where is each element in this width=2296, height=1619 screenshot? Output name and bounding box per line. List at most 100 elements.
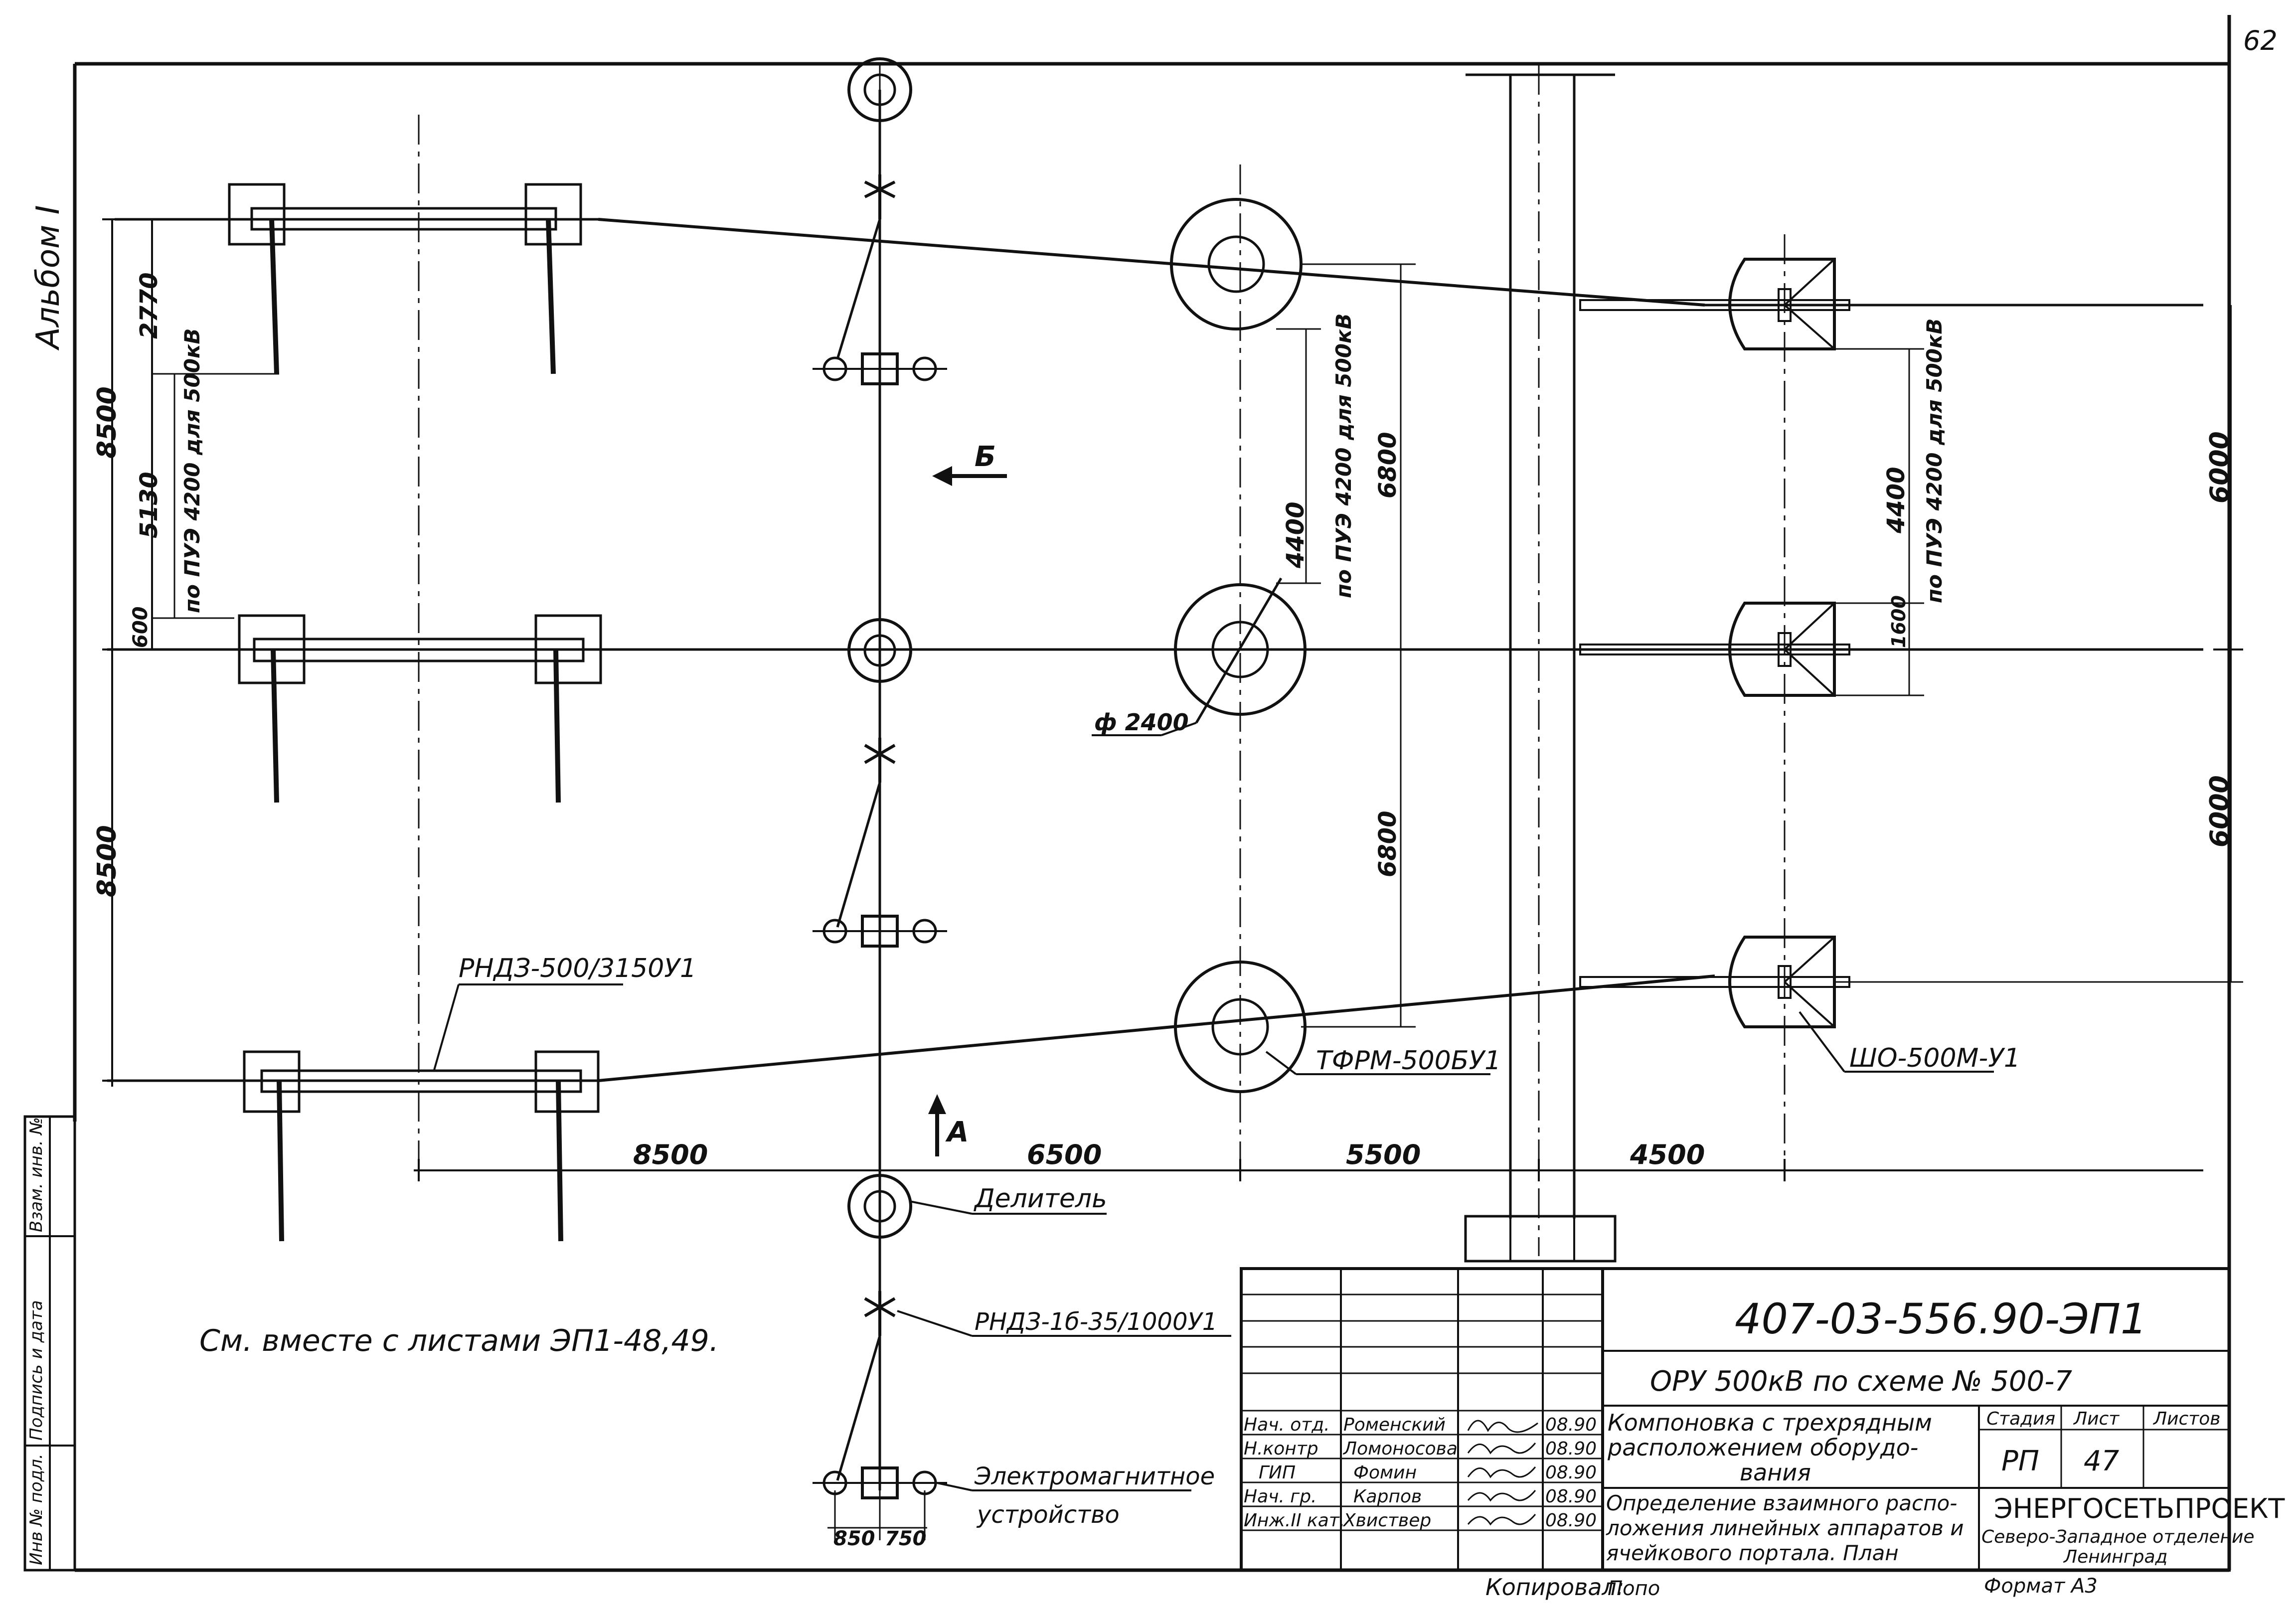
- line-chokes-sho: [1579, 258, 1850, 1028]
- stamp-signature-date: Подпись и дата: [26, 1300, 46, 1441]
- choke-middle: [1579, 602, 1850, 697]
- signer-row-5: Инж.II кат. Хвиствер 08.90: [1244, 1510, 1597, 1531]
- signer-date: 08.90: [1545, 1439, 1597, 1459]
- signature-4: [1467, 1490, 1536, 1502]
- label-rndz-16: РНДЗ-1б-35/1000У1: [975, 1308, 1217, 1336]
- electromagnetic-device-1: [813, 352, 947, 385]
- stage-header: Стадия: [1986, 1409, 2055, 1429]
- signer-name: Карпов: [1353, 1486, 1422, 1507]
- signature-1: [1467, 1420, 1538, 1433]
- dim-6000-lower: 6000: [2205, 775, 2235, 847]
- note-puz-mid: по ПУЭ 4200 для 500кВ: [1331, 314, 1356, 598]
- dim-bottom-6500: 6500: [1027, 1139, 1102, 1170]
- page-number: 62: [2243, 25, 2278, 56]
- view-b-label: Б: [975, 441, 996, 473]
- project-title: ОРУ 500кВ по схеме № 500-7: [1650, 1365, 2072, 1398]
- electromagnetic-device-2: [813, 915, 947, 948]
- stamp-replace-inv: Взам. инв. №: [26, 1117, 46, 1232]
- signer-date: 08.90: [1545, 1486, 1597, 1507]
- dim-750: 750: [885, 1527, 927, 1550]
- left-stamp-strip: Инв № подл. Подпись и дата Взам. инв. №: [23, 1115, 76, 1572]
- label-divider: Делитель: [974, 1184, 1107, 1214]
- dim-600: 600: [129, 607, 152, 648]
- org-city: Ленинград: [2063, 1547, 2167, 1567]
- dim-850: 850: [833, 1527, 875, 1550]
- signer-row-4: Нач. гр. Карпов 08.90: [1244, 1486, 1597, 1507]
- dim-6800-lower: 6800: [1374, 810, 1402, 877]
- copied-by-signature: Попо: [1608, 1577, 1660, 1600]
- signer-row-2: Н.контр Ломоносова 08.90: [1244, 1439, 1597, 1459]
- equipment-labels: РНДЗ-500/3150У1 ТФРМ-500БУ1 ШО-500М-У1 Д…: [433, 954, 2020, 1529]
- dim-6800-upper: 6800: [1374, 432, 1402, 498]
- title1-line3: вания: [1740, 1459, 1811, 1486]
- dim-4400-mid: 4400: [1282, 501, 1310, 569]
- dimension-texts: 8500 8500 2770 5130 600 по ПУЭ 4200 для …: [92, 272, 2235, 1550]
- view-arrow-a: А: [928, 1094, 969, 1156]
- dim-2770: 2770: [135, 272, 163, 339]
- signer-role: Н.контр: [1244, 1439, 1318, 1459]
- signer-row-3: ГИП Фомин 08.90: [1259, 1462, 1597, 1483]
- see-also-note: См. вместе с листами ЭП1-48,49.: [199, 1323, 719, 1358]
- central-column: [813, 57, 947, 1499]
- signer-role: Инж.II кат.: [1244, 1510, 1345, 1531]
- title-block: 407-03-556.90-ЭП1 ОРУ 500кВ по схеме № 5…: [1240, 1267, 2285, 1572]
- signer-date: 08.90: [1545, 1510, 1597, 1531]
- signature-3: [1467, 1466, 1536, 1478]
- dim-6000-upper: 6000: [2205, 431, 2235, 503]
- choke-top: [1579, 258, 1850, 350]
- signer-name: Роменский: [1343, 1415, 1446, 1435]
- signer-role: Нач. отд.: [1244, 1415, 1330, 1435]
- disconnector-rndz-500-top: [228, 183, 582, 374]
- signer-name: Хвиствер: [1342, 1510, 1431, 1531]
- title2-line1: Определение взаимного распо-: [1606, 1491, 1957, 1515]
- dim-bottom-5500: 5500: [1346, 1139, 1421, 1170]
- dim-8500-upper: 8500: [92, 386, 122, 459]
- sheet-header: Лист: [2073, 1409, 2120, 1429]
- sheets-header: Листов: [2152, 1409, 2220, 1429]
- album-label: Альбом I: [30, 205, 67, 351]
- disconnector-rndz-500-middle: [238, 614, 602, 803]
- title2-line3: ячейкового портала. План: [1606, 1541, 1899, 1565]
- title1-line2: расположением оборудо-: [1607, 1434, 1918, 1461]
- stamp-inv-original: Инв № подл.: [26, 1454, 46, 1565]
- doc-code: 407-03-556.90-ЭП1: [1735, 1295, 2147, 1343]
- signature-2: [1467, 1443, 1536, 1455]
- label-electromagnetic-line1: Электромагнитное: [974, 1462, 1215, 1490]
- dimension-lines: [102, 218, 2243, 1540]
- label-electromagnetic-line2: устройство: [976, 1501, 1120, 1529]
- title2-line2: ложения линейных аппаратов и: [1606, 1516, 1964, 1540]
- sheet-value: 47: [2084, 1445, 2120, 1477]
- title1-line1: Компоновка с трехрядным: [1608, 1409, 1932, 1436]
- label-tfrm: ТФРМ-500БУ1: [1316, 1046, 1501, 1076]
- org-branch: Северо-Западное отделение: [1981, 1527, 2255, 1547]
- dim-8500-lower: 8500: [92, 825, 122, 897]
- dim-5130: 5130: [135, 472, 163, 538]
- dim-bottom-8500: 8500: [633, 1139, 708, 1170]
- choke-bottom: [1579, 936, 1850, 1028]
- signer-name: Фомин: [1353, 1462, 1417, 1483]
- signer-date: 08.90: [1545, 1462, 1597, 1483]
- current-transformers-tfrm: [1170, 198, 1307, 1093]
- signer-role: Нач. гр.: [1244, 1486, 1317, 1507]
- dim-bottom-4500: 4500: [1630, 1139, 1705, 1170]
- cell-portal: [1464, 73, 1617, 1263]
- view-a-label: А: [945, 1116, 969, 1148]
- label-rndz-500: РНДЗ-500/3150У1: [459, 954, 696, 983]
- signer-role: ГИП: [1259, 1462, 1296, 1483]
- note-puz-left: по ПУЭ 4200 для 500кВ: [180, 328, 204, 613]
- org-name: ЭНЕРГОСЕТЬПРОЕКТ: [1994, 1493, 2285, 1524]
- dim-1600: 1600: [1888, 595, 1910, 648]
- signer-date: 08.90: [1545, 1415, 1597, 1435]
- signer-name: Ломоносова: [1342, 1439, 1458, 1459]
- signature-5: [1467, 1514, 1536, 1526]
- label-sho: ШО-500М-У1: [1849, 1043, 2020, 1073]
- diameter-label: ф 2400: [1094, 709, 1189, 736]
- stage-value: РП: [2001, 1445, 2039, 1477]
- note-puz-right: по ПУЭ 4200 для 500кВ: [1922, 319, 1947, 603]
- view-arrow-b: Б: [932, 441, 1007, 486]
- signer-row-1: Нач. отд. Роменский 08.90: [1244, 1415, 1597, 1435]
- phase-lines: [107, 218, 2203, 1082]
- format-label: Формат А3: [1984, 1575, 2098, 1598]
- copied-by-label: Копировал:: [1485, 1574, 1624, 1601]
